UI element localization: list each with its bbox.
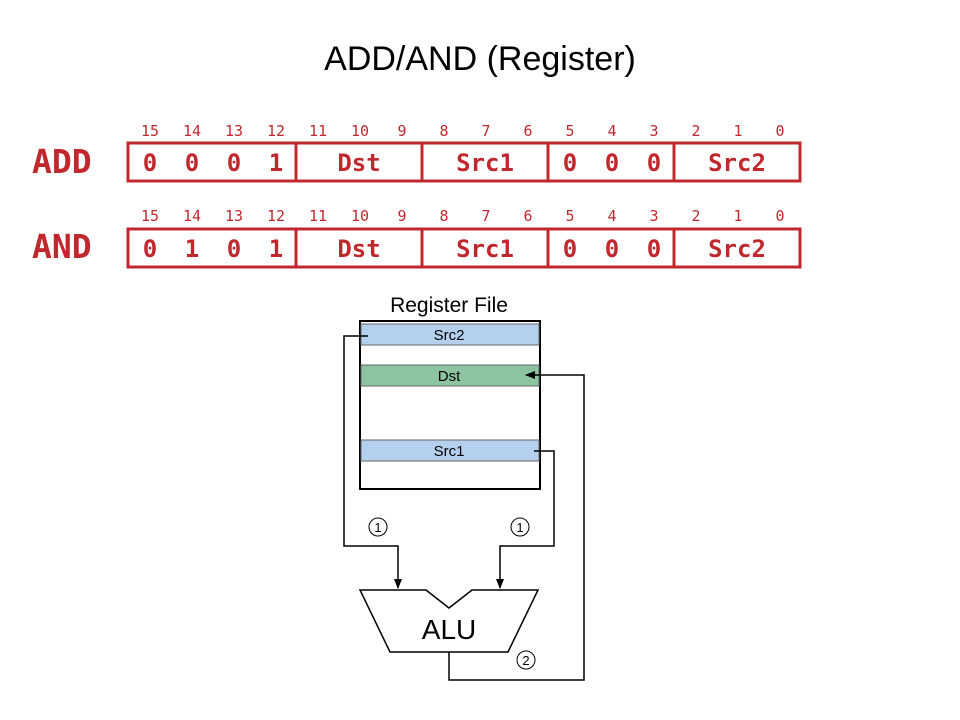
step-marker-circle (516, 650, 536, 670)
bit-number: 1 (733, 207, 742, 225)
page-title: ADD/AND (Register) (324, 40, 636, 78)
instruction-add: 15 14 13 12 11 10 9 8 7 6 5 4 3 2 1 0 AD… (32, 122, 802, 183)
bit-number: 7 (481, 207, 490, 225)
register-file: Register File Src2 Dst Src1 (359, 294, 541, 490)
step-marker-write: 2 (522, 653, 529, 668)
step-marker-circle (510, 517, 530, 537)
pad-bit: 0 (647, 149, 661, 177)
pad-bit: 0 (647, 235, 661, 263)
register-label-src1: Src1 (434, 443, 465, 460)
register-file-title: Register File (390, 294, 508, 317)
field-src1: Src1 (456, 235, 514, 263)
bit-number: 8 (439, 122, 448, 140)
mnemonic-and: AND (32, 227, 92, 266)
bit-number: 3 (649, 207, 658, 225)
bit-number: 2 (691, 207, 700, 225)
bit-number: 2 (691, 122, 700, 140)
register-label-src2: Src2 (434, 327, 465, 344)
bit-number: 9 (397, 207, 406, 225)
register-row-src2 (360, 323, 540, 346)
bit-number: 4 (607, 122, 616, 140)
step-marker-circle (368, 517, 388, 537)
step-marker-read-left: 1 (374, 520, 381, 535)
bit-number: 10 (351, 207, 369, 225)
bit-number: 13 (225, 122, 243, 140)
opcode-bit: 0 (227, 149, 241, 177)
pad-bit: 0 (563, 235, 577, 263)
bit-number: 10 (351, 122, 369, 140)
pad-bit: 0 (563, 149, 577, 177)
bit-number: 0 (775, 122, 784, 140)
register-file-body (359, 320, 541, 490)
bit-number: 12 (267, 207, 285, 225)
bit-number: 13 (225, 207, 243, 225)
bit-number: 14 (183, 207, 201, 225)
bit-number: 14 (183, 122, 201, 140)
encoding-box (126, 141, 802, 183)
bit-number: 5 (565, 207, 574, 225)
step-markers: 1 1 2 (368, 517, 536, 670)
field-src2: Src2 (708, 149, 766, 177)
wires (343, 335, 585, 681)
opcode-bit: 0 (185, 149, 199, 177)
opcode-bit: 0 (227, 235, 241, 263)
step-marker-read-right: 1 (516, 520, 523, 535)
wire-alu-to-dst (448, 371, 585, 681)
alu-shape (358, 589, 540, 653)
bit-number: 5 (565, 122, 574, 140)
wire-src1-to-alu (496, 450, 555, 589)
bit-number: 7 (481, 122, 490, 140)
opcode-bit: 1 (185, 235, 199, 263)
bit-number: 9 (397, 122, 406, 140)
alu: ALU (358, 589, 540, 653)
field-dst: Dst (337, 235, 380, 263)
bit-number: 11 (309, 207, 327, 225)
alu-label: ALU (422, 614, 476, 645)
register-label-dst: Dst (438, 368, 461, 385)
opcode-bit: 1 (269, 149, 283, 177)
opcode-bit: 0 (143, 235, 157, 263)
bit-number: 0 (775, 207, 784, 225)
mnemonic-add: ADD (32, 142, 92, 181)
opcode-bit: 1 (269, 235, 283, 263)
instruction-and: 15 14 13 12 11 10 9 8 7 6 5 4 3 2 1 0 AN… (32, 207, 802, 269)
bit-number: 6 (523, 122, 532, 140)
bit-number: 8 (439, 207, 448, 225)
field-dst: Dst (337, 149, 380, 177)
bit-number: 15 (141, 122, 159, 140)
wire-src2-to-alu (343, 335, 402, 589)
bit-number: 12 (267, 122, 285, 140)
opcode-bit: 0 (143, 149, 157, 177)
pad-bit: 0 (605, 235, 619, 263)
bit-number: 6 (523, 207, 532, 225)
bit-number: 15 (141, 207, 159, 225)
field-src1: Src1 (456, 149, 514, 177)
field-src2: Src2 (708, 235, 766, 263)
bit-number: 1 (733, 122, 742, 140)
pad-bit: 0 (605, 149, 619, 177)
bit-number: 3 (649, 122, 658, 140)
encoding-box (126, 227, 802, 269)
bit-number: 11 (309, 122, 327, 140)
bit-number: 4 (607, 207, 616, 225)
